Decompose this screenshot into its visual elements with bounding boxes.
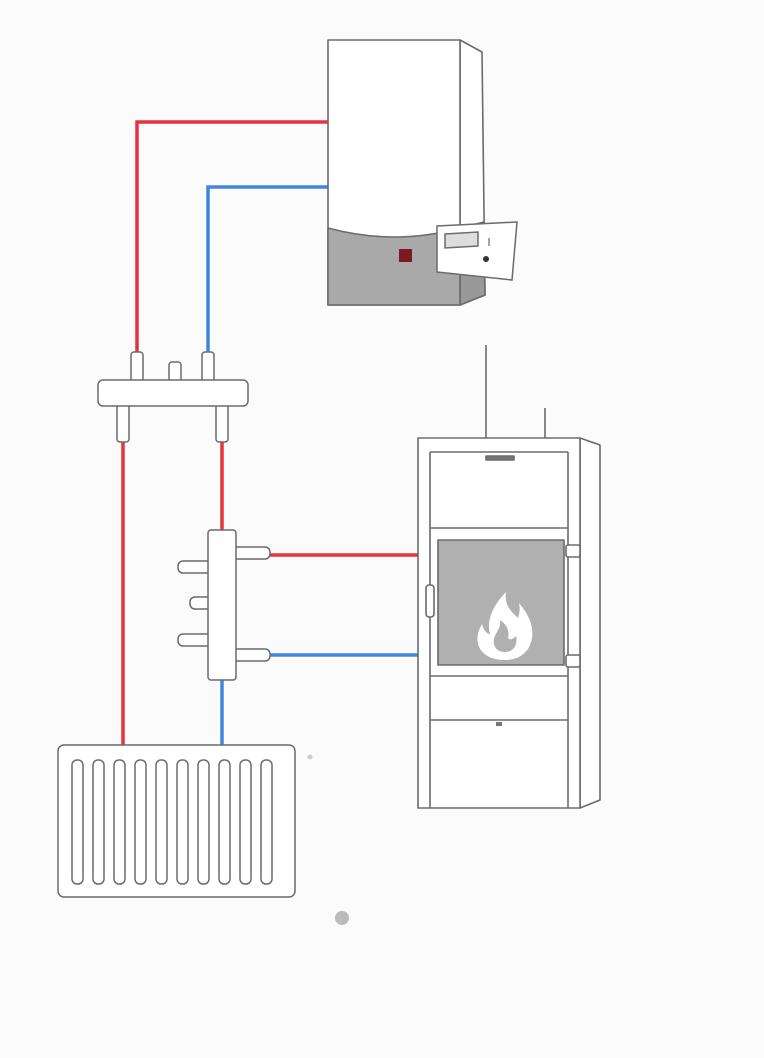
radiator-fin bbox=[134, 759, 147, 885]
radiator-fin bbox=[218, 759, 231, 885]
top-manifold bbox=[97, 351, 249, 443]
spot bbox=[307, 754, 313, 760]
thermostat-screen bbox=[444, 231, 479, 249]
radiator-fin bbox=[176, 759, 189, 885]
radiator-fin bbox=[239, 759, 252, 885]
radiator-fin bbox=[71, 759, 84, 885]
hot-pipes bbox=[121, 120, 418, 746]
wood-stove bbox=[417, 345, 601, 809]
cold-pipes bbox=[206, 185, 418, 746]
radiator-fin bbox=[197, 759, 210, 885]
radiator-fin bbox=[92, 759, 105, 885]
thermostat-button bbox=[483, 256, 489, 262]
stove-manifold bbox=[177, 529, 271, 681]
door-handle[interactable] bbox=[425, 584, 435, 618]
radiator-fin bbox=[113, 759, 126, 885]
radiator-fin bbox=[155, 759, 168, 885]
room-thermostat[interactable] bbox=[436, 221, 518, 281]
indicator-light bbox=[399, 249, 412, 262]
radiator-fin bbox=[260, 759, 273, 885]
boiler-hot-pipe bbox=[135, 120, 328, 355]
radiator bbox=[57, 744, 296, 898]
spot bbox=[335, 911, 349, 925]
flame-icon bbox=[477, 592, 533, 660]
boiler-cold-pipe bbox=[206, 185, 328, 355]
